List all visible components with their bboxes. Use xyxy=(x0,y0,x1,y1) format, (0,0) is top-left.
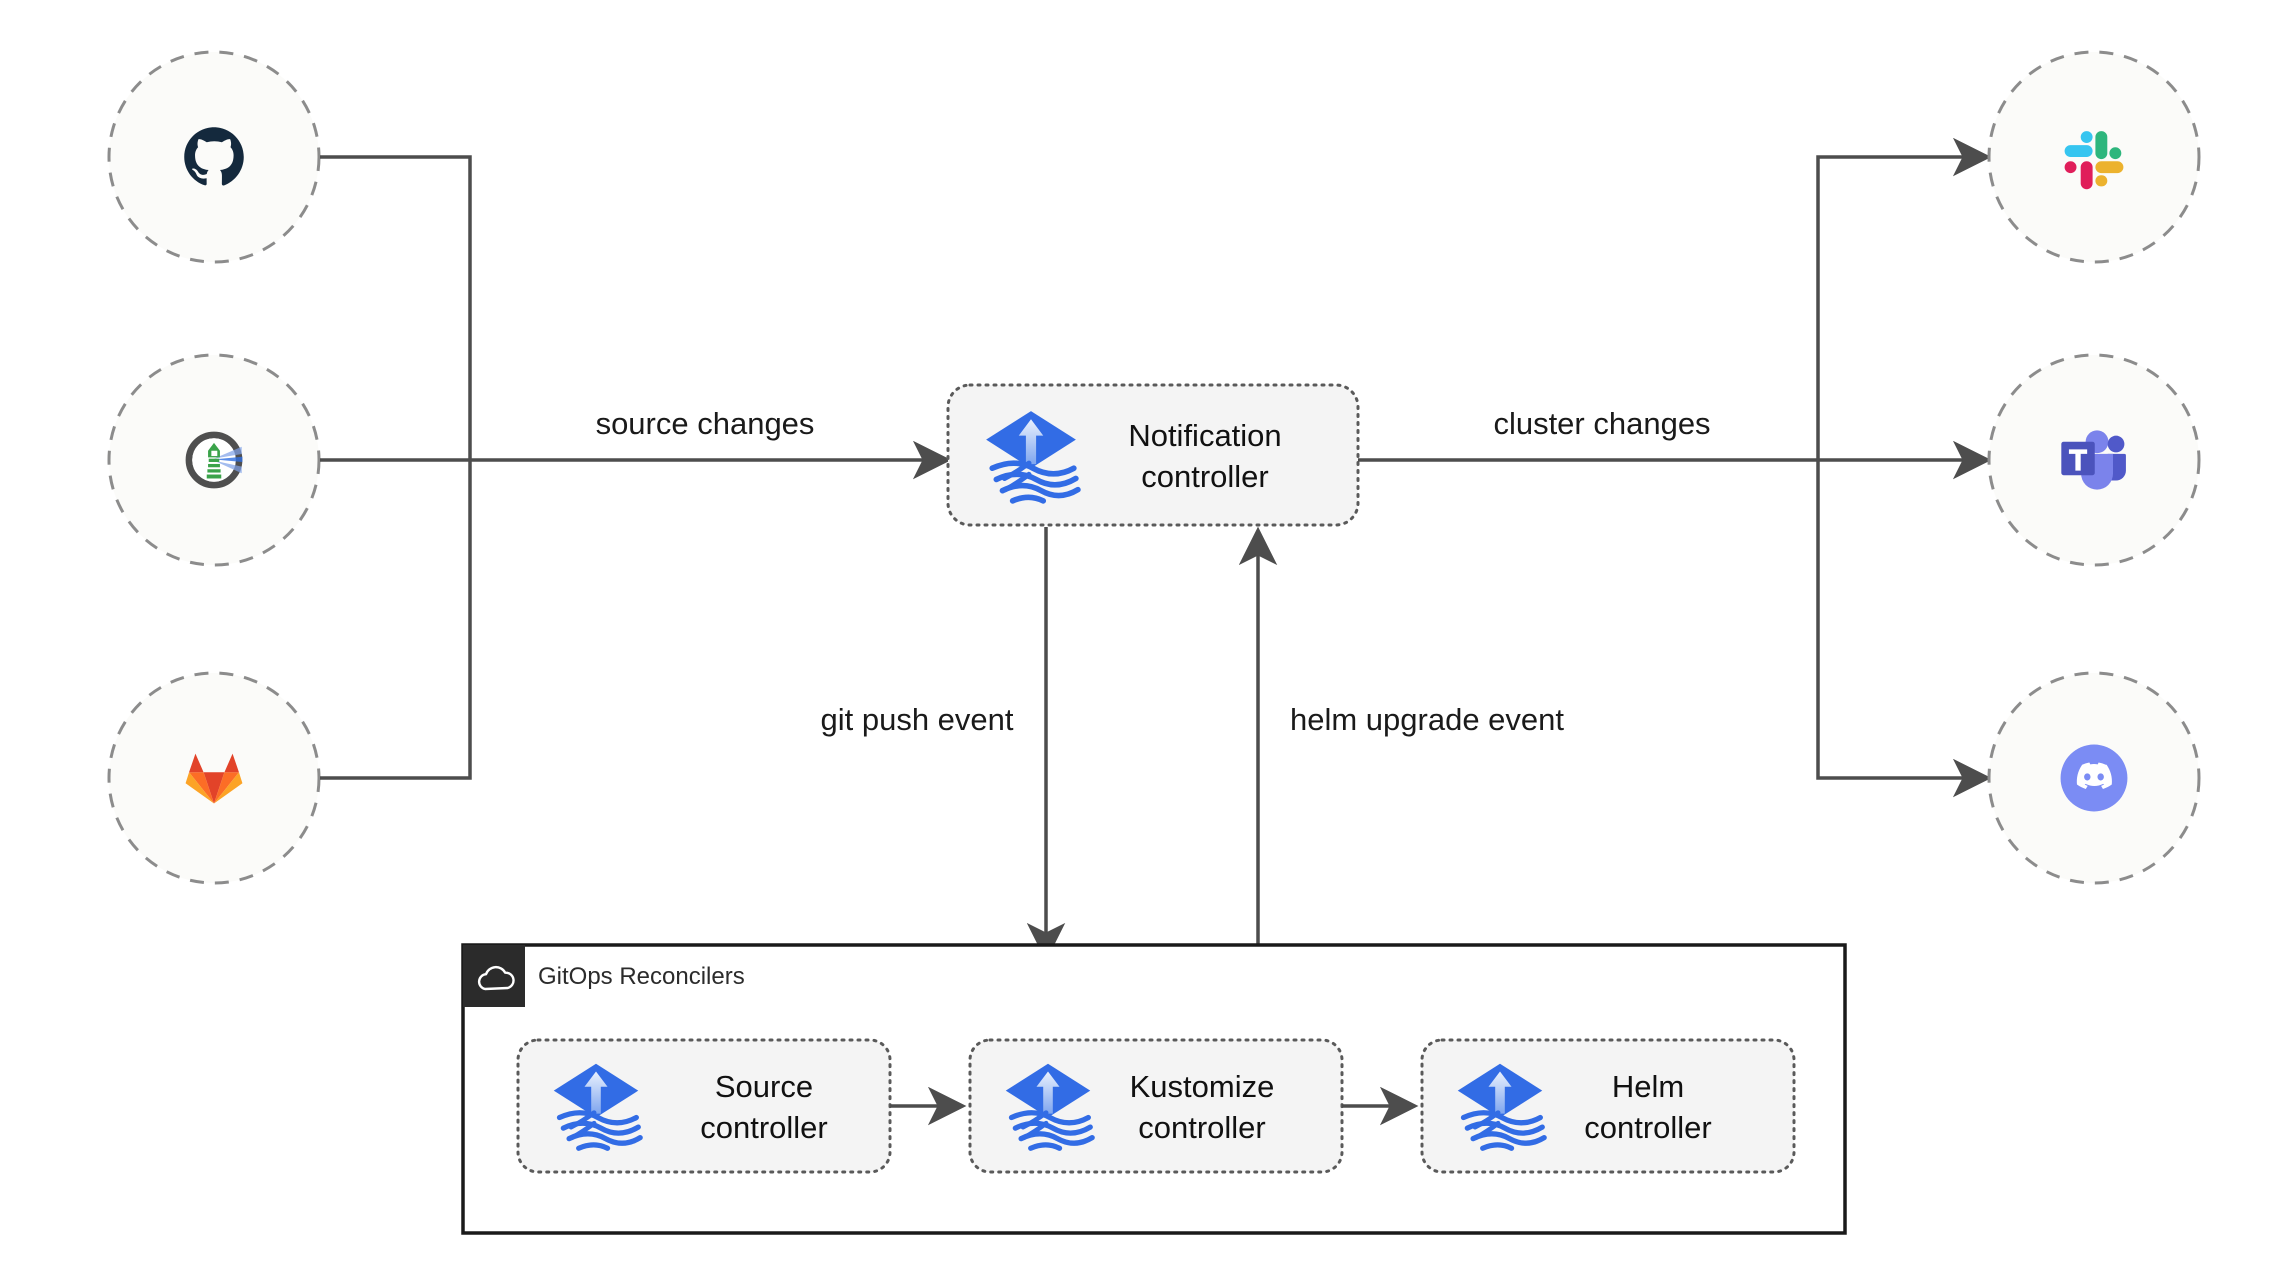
source-controller-label-line2: controller xyxy=(700,1110,828,1145)
source-gitlab-node[interactable] xyxy=(107,671,321,885)
github-icon xyxy=(184,127,244,186)
kustomize-controller-label-line2: controller xyxy=(1138,1110,1266,1145)
destination-teams-node[interactable] xyxy=(1987,353,2201,567)
edge-label-git-push-event: git push event xyxy=(820,702,1013,737)
source-controller-node[interactable]: Source controller xyxy=(516,1038,892,1174)
helm-controller-label-line2: controller xyxy=(1584,1110,1712,1145)
source-github-node[interactable] xyxy=(107,50,321,264)
kustomize-controller-node[interactable]: Kustomize controller xyxy=(968,1038,1344,1174)
microsoft-teams-icon xyxy=(2061,430,2126,490)
edge-label-cluster-changes: cluster changes xyxy=(1493,406,1710,441)
cloud-icon xyxy=(477,965,515,991)
slack-icon xyxy=(2064,131,2124,190)
notification-controller-node[interactable]: Notification controller xyxy=(946,383,1360,527)
gitlab-icon xyxy=(185,753,243,804)
destination-discord-node[interactable] xyxy=(1987,671,2201,885)
source-flux-node[interactable] xyxy=(107,353,321,567)
source-controller-label-line1: Source xyxy=(715,1069,813,1104)
notification-controller-label-line2: controller xyxy=(1141,459,1269,494)
destination-slack-node[interactable] xyxy=(1987,50,2201,264)
flux-lighthouse-icon xyxy=(185,431,243,489)
edge-source-changes xyxy=(320,155,952,780)
helm-controller-label-line1: Helm xyxy=(1612,1069,1684,1104)
helm-controller-node[interactable]: Helm controller xyxy=(1420,1038,1796,1174)
discord-icon xyxy=(2060,744,2128,812)
notification-controller-label-line1: Notification xyxy=(1128,418,1281,453)
edge-cluster-changes xyxy=(1358,137,1992,798)
gitops-reconcilers-title: GitOps Reconcilers xyxy=(538,963,745,990)
kustomize-controller-label-line1: Kustomize xyxy=(1130,1069,1275,1104)
edge-label-helm-upgrade-event: helm upgrade event xyxy=(1290,702,1564,737)
edge-label-source-changes: source changes xyxy=(596,406,815,441)
